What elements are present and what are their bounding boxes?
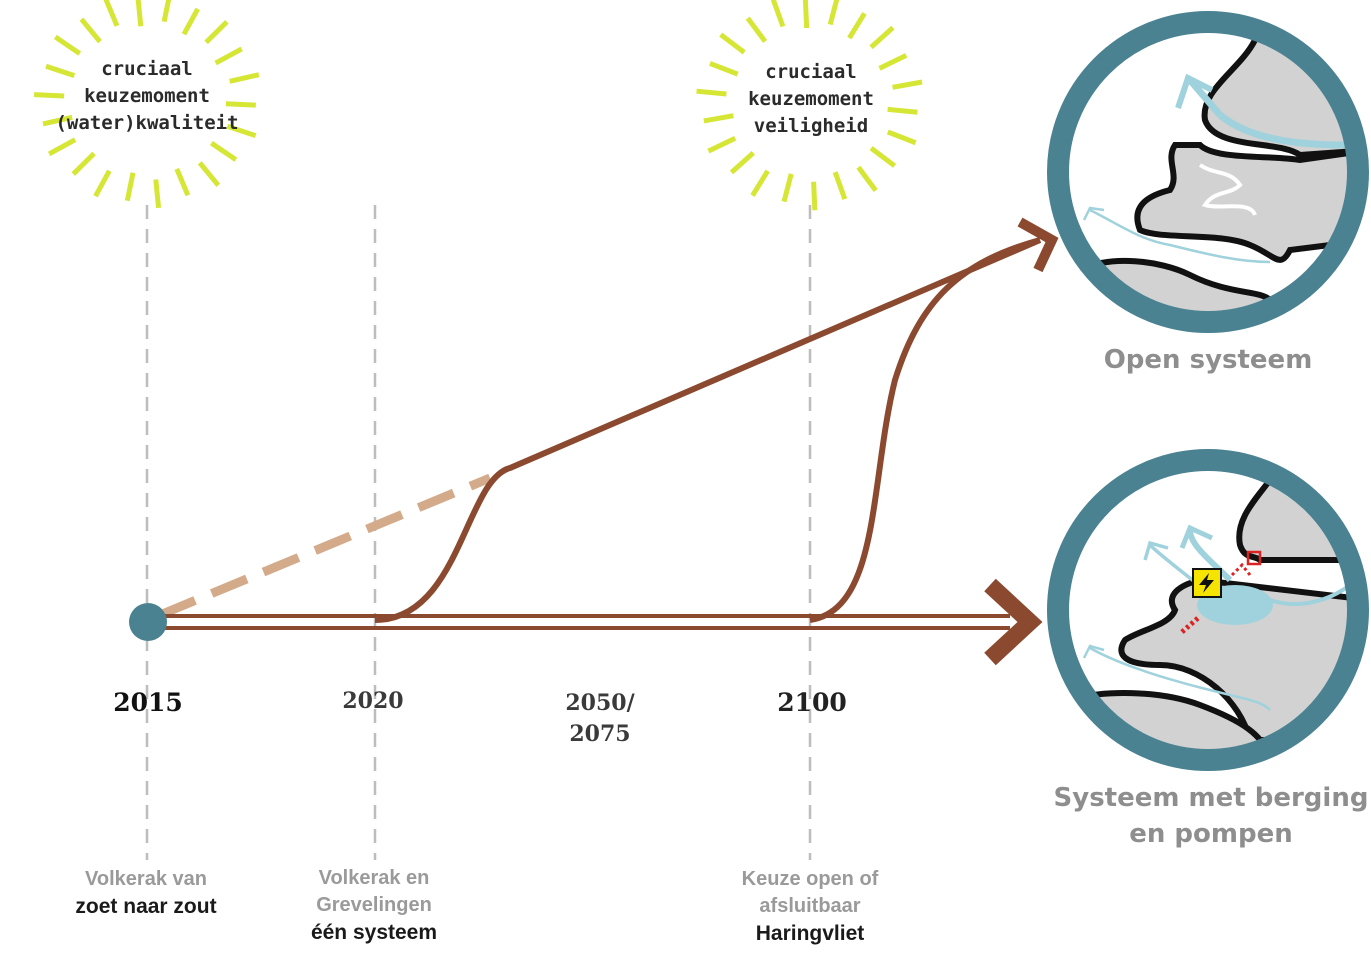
sunburst-ray	[71, 151, 96, 176]
sunburst-ray	[696, 88, 727, 97]
sunburst-ray	[45, 63, 76, 78]
sunburst-ray	[827, 0, 840, 26]
dashed-path	[158, 473, 492, 620]
sunburst-ray	[93, 169, 112, 198]
sunburst-ray	[204, 20, 229, 45]
caption-2100: Keuze open of afsluitbaar Haringvliet	[741, 868, 879, 945]
arrow-head-icon	[1017, 217, 1059, 273]
sunburst-ray	[79, 17, 102, 44]
sunburst-ray	[886, 129, 917, 146]
sunburst-ray	[847, 12, 867, 40]
sunburst-ray	[811, 181, 818, 211]
sunburst-ray	[856, 165, 878, 193]
outcome-storage-pumps: Systeem met berging en pompen	[1053, 783, 1369, 849]
map-open-system-icon	[1047, 11, 1369, 333]
year-label-2050-2075: 2050/ 2075	[565, 690, 635, 747]
sunburst-ray	[229, 72, 260, 84]
sunburst-ray	[832, 171, 848, 200]
year-label-2020: 2020	[342, 688, 404, 714]
pump-station-icon	[1192, 568, 1222, 598]
sunburst-ray	[103, 0, 120, 27]
sunburst-ray	[703, 113, 734, 124]
sunburst-ray	[225, 101, 256, 108]
sunburst-ray	[197, 161, 221, 187]
year-label-2015: 2015	[113, 688, 183, 717]
map-storage-pump-icon	[1047, 449, 1369, 771]
sunburst-ray	[135, 0, 144, 27]
branch-path-2020	[374, 237, 1042, 623]
sunburst-ray	[745, 16, 768, 43]
year-label-2100: 2100	[777, 688, 847, 717]
sunburst-ray	[869, 146, 897, 168]
sunburst-ray	[719, 32, 746, 55]
arrow-head-icon	[984, 578, 1043, 666]
sunburst-ray	[709, 61, 739, 77]
sunburst-ray	[869, 25, 895, 50]
caption-2015: Volkerak van zoet naar zout	[75, 868, 217, 918]
sunburst-ray	[226, 123, 257, 139]
sunburst-ray	[124, 172, 136, 202]
sunburst-ray	[174, 167, 191, 197]
sunburst-ray	[42, 114, 73, 127]
sunburst-ray	[210, 141, 238, 162]
sunburst-ray	[892, 79, 923, 90]
sunburst-ray	[729, 151, 755, 175]
sunburst-ray	[181, 7, 200, 36]
sunburst-ray	[214, 46, 243, 66]
start-node-icon	[129, 603, 167, 641]
sunburst-ray	[707, 135, 737, 154]
sunburst-ray	[47, 137, 77, 157]
caption-2020: Volkerak en Grevelingen één systeem	[310, 867, 438, 944]
sunburst-ray	[153, 179, 162, 209]
sunburst-ray	[887, 106, 918, 115]
sunburst-ray	[878, 53, 908, 71]
sunburst-ray	[53, 34, 82, 56]
sunburst-ray	[781, 173, 794, 203]
sunburst-icon	[696, 0, 923, 211]
decision-moment-quality: cruciaal keuzemoment (water)kwaliteit	[55, 58, 239, 134]
sunburst-icon	[34, 0, 260, 209]
decision-moment-safety: cruciaal keuzemoment veiligheid	[748, 61, 874, 137]
outcome-open-system: Open systeem	[1103, 345, 1313, 375]
main-path	[160, 614, 1010, 630]
sunburst-ray	[34, 92, 65, 99]
sunburst-ray	[770, 0, 786, 28]
sunburst-ray	[802, 0, 810, 29]
sunburst-ray	[161, 0, 172, 23]
sunburst-ray	[750, 169, 770, 197]
branch-path-2100	[809, 237, 1041, 623]
timeline-guides	[145, 205, 812, 860]
